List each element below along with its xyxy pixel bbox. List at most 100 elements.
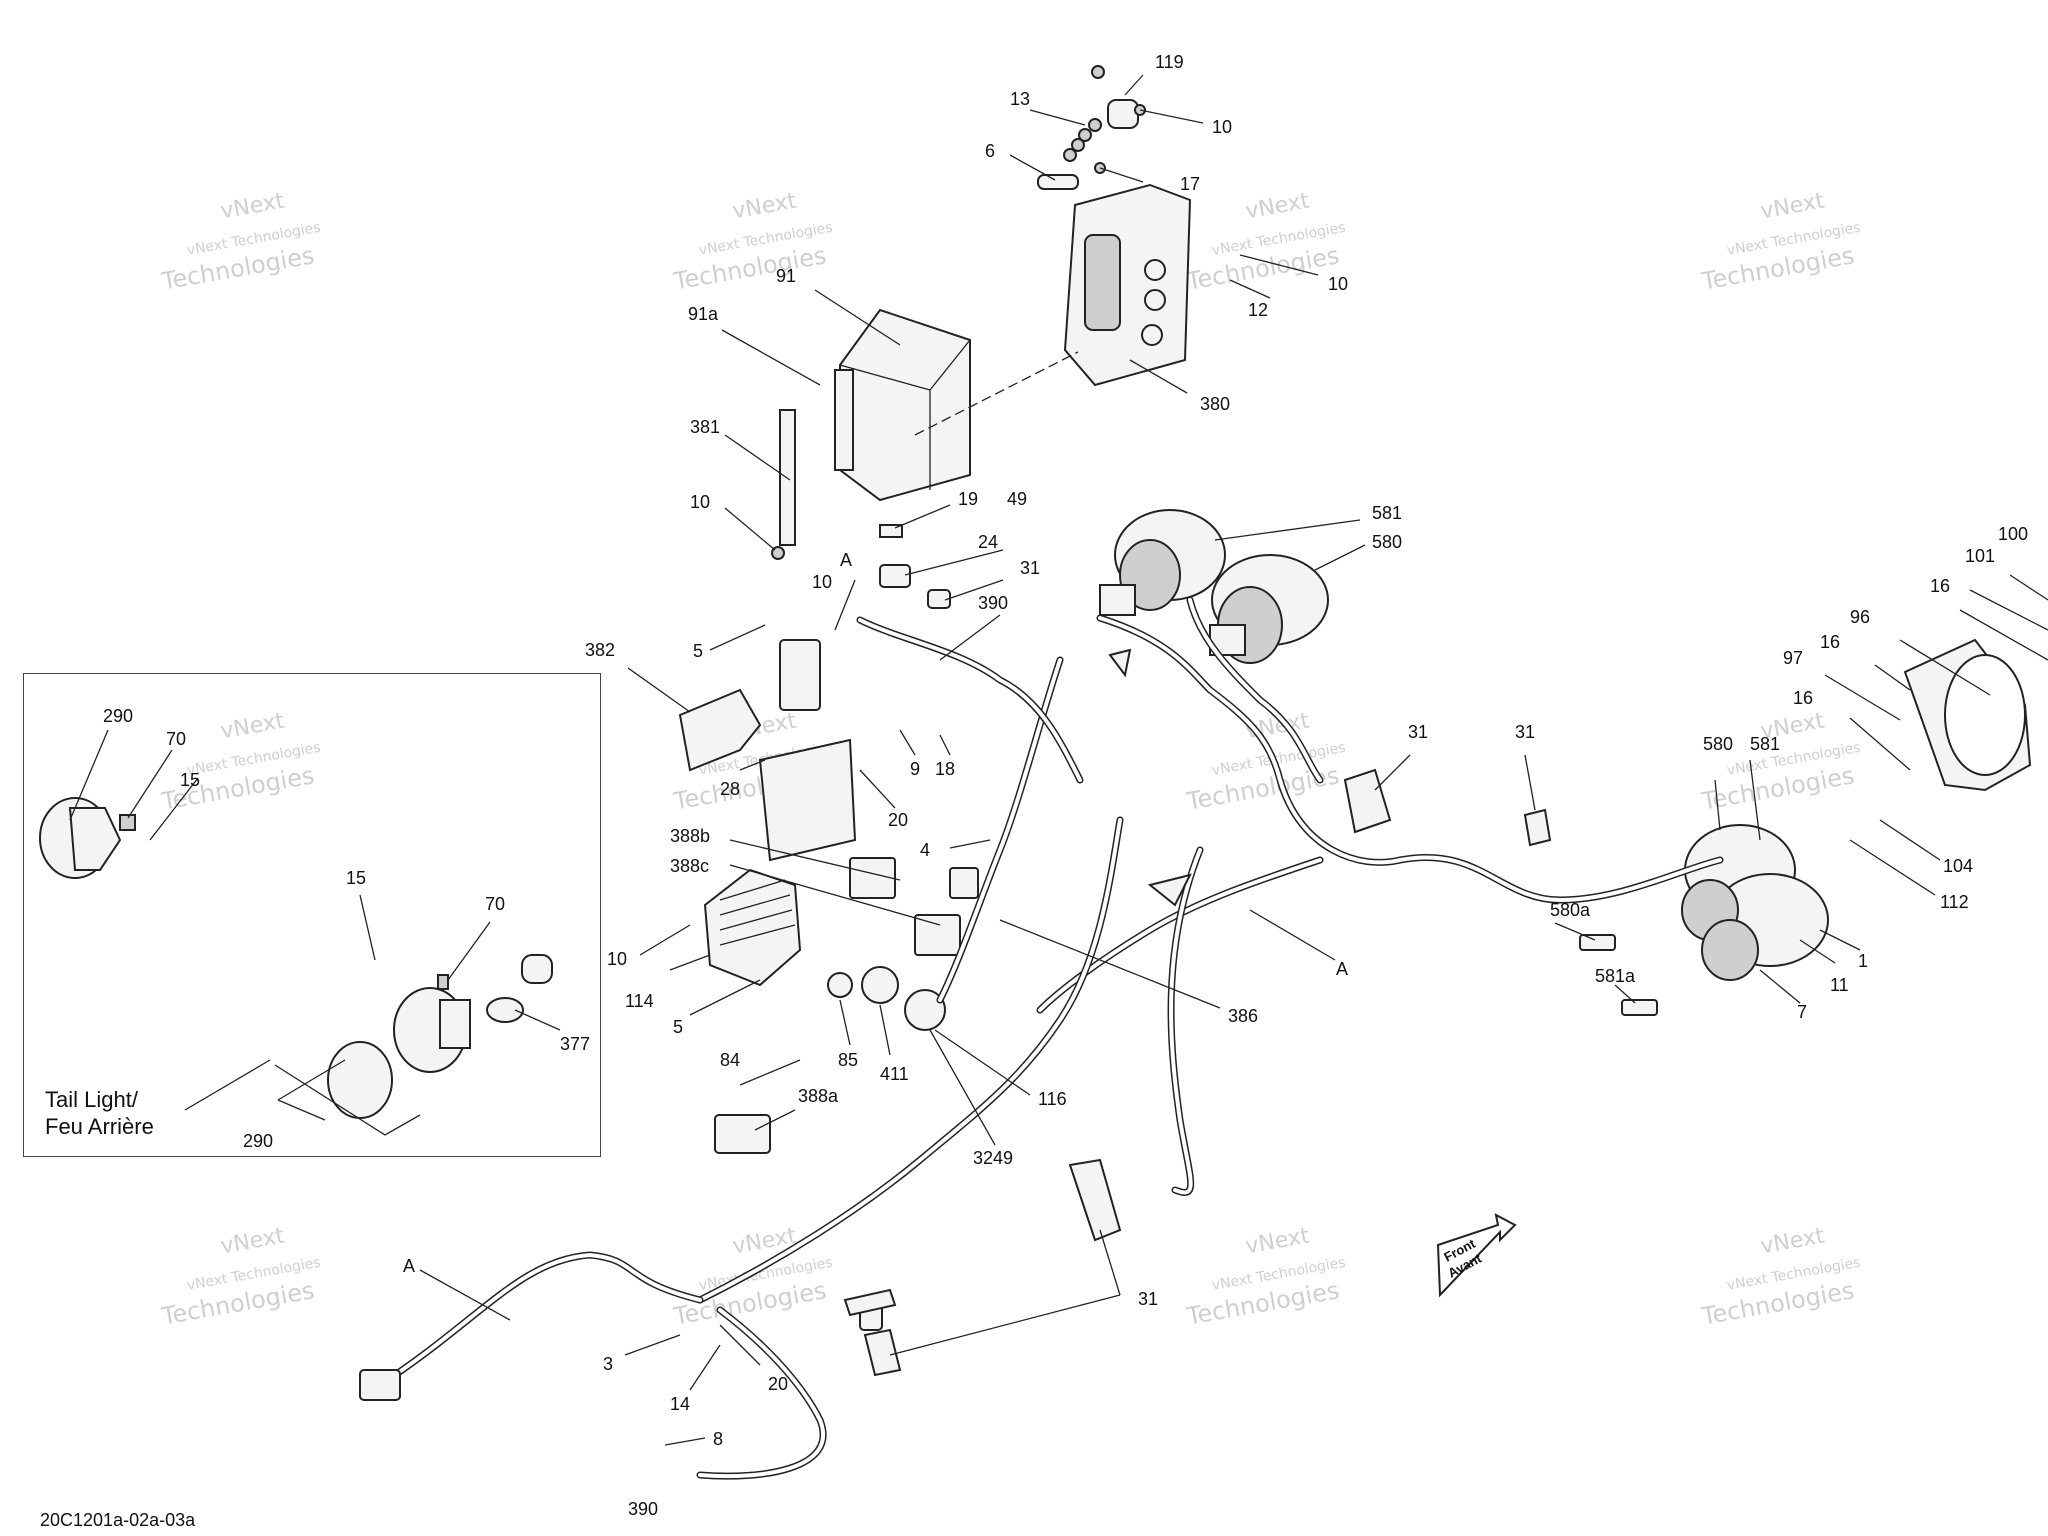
leader-lines [69, 74, 2048, 1446]
callout-290: 290 [103, 706, 133, 726]
callout-388b: 388b [670, 826, 710, 846]
svg-text:vNext: vNext [1244, 189, 1312, 225]
front-arrow [1436, 1213, 1517, 1298]
callout-A: A [403, 1256, 415, 1276]
svg-text:vNext: vNext [219, 1224, 287, 1260]
callout-20: 20 [888, 810, 908, 830]
wire-harness [359, 596, 1724, 1480]
callout-380: 380 [1200, 394, 1230, 414]
headlight-580 [1209, 554, 1329, 664]
callout-116: 116 [1038, 1089, 1067, 1109]
svg-text:vNext: vNext [1244, 1224, 1312, 1260]
watermark: vNext vNext Technologies Technologies [1699, 189, 1862, 296]
callout-10: 10 [1328, 274, 1348, 294]
callout-10: 10 [1212, 117, 1232, 137]
callout-114: 114 [625, 991, 654, 1011]
bulb-581a [1621, 999, 1658, 1016]
callout-411: 411 [880, 1064, 909, 1084]
svg-text:vNext: vNext [1759, 189, 1827, 225]
callout-28: 28 [720, 779, 740, 799]
callout-581: 581 [1750, 734, 1780, 754]
svg-text:vNext: vNext [731, 189, 799, 225]
inset-title: Tail Light/ Feu Arrière [45, 1087, 154, 1139]
callout-10: 10 [690, 492, 710, 512]
callout-10: 10 [607, 949, 627, 969]
callout-31: 31 [1515, 722, 1535, 742]
parts [39, 65, 2032, 1298]
relay-119 [1037, 65, 1146, 190]
callout-581: 581 [1372, 503, 1402, 523]
connector-24 [879, 564, 911, 588]
callout-31: 31 [1408, 722, 1428, 742]
tail-light-290 [39, 797, 136, 879]
svg-text:vNext: vNext [219, 189, 287, 225]
callout-16: 16 [1793, 688, 1813, 708]
watermark: vNext vNext Technologies Technologies [159, 189, 322, 296]
tail-light-inset-frame [23, 673, 601, 1157]
clip-31 [927, 589, 951, 609]
callout-96: 96 [1850, 607, 1870, 627]
callout-580: 580 [1703, 734, 1733, 754]
callout-100: 100 [1998, 524, 2028, 544]
callout-112: 112 [1940, 892, 1969, 912]
callout-31: 31 [1020, 558, 1040, 578]
callout-91: 91 [776, 266, 796, 286]
callout-12: 12 [1248, 300, 1268, 320]
callout-3249: 3249 [973, 1148, 1013, 1168]
relay-388c [914, 914, 961, 956]
callout-388c: 388c [670, 856, 709, 876]
callout-labels: 119 13 10 6 17 10 12 10 380 91 91a 381 1… [103, 52, 2028, 1519]
callout-16: 16 [1930, 576, 1950, 596]
callout-31: 31 [1138, 1289, 1158, 1309]
callout-3: 3 [603, 1354, 613, 1374]
callout-A: A [840, 550, 852, 570]
callout-19: 19 [958, 489, 978, 509]
callout-386: 386 [1228, 1006, 1258, 1026]
callout-388a: 388a [798, 1086, 839, 1106]
relay-388 [949, 867, 979, 899]
callout-70: 70 [166, 729, 186, 749]
callout-16: 16 [1820, 632, 1840, 652]
callout-4: 4 [920, 840, 930, 860]
tail-light-exploded [327, 954, 553, 1119]
callout-390: 390 [628, 1499, 658, 1519]
callout-8: 8 [713, 1429, 723, 1449]
callout-104: 104 [1943, 856, 1973, 876]
callout-70: 70 [485, 894, 505, 914]
fuse-box-91 [834, 308, 971, 502]
bracket-382 [678, 639, 857, 862]
callout-7: 7 [1797, 1002, 1807, 1022]
socket-411 [861, 966, 899, 1004]
connector-harness-a [359, 1369, 401, 1401]
callout-382: 382 [585, 640, 615, 660]
switch-388a [714, 1114, 771, 1154]
diagram-reference-code: 20C1201a-02a-03a [40, 1510, 196, 1530]
callout-18: 18 [935, 759, 955, 779]
callout-17: 17 [1180, 174, 1200, 194]
callout-5: 5 [693, 641, 703, 661]
callout-14: 14 [670, 1394, 690, 1414]
callout-6: 6 [985, 141, 995, 161]
mounting-bracket-380 [914, 183, 1192, 436]
callout-290: 290 [243, 1131, 273, 1151]
callout-A: A [1336, 959, 1348, 979]
watermark: vNext vNext Technologies Technologies [671, 189, 834, 296]
headlight-assembly-right [1681, 638, 2032, 981]
bulb-580a [1579, 934, 1616, 951]
voltage-regulator-114 [703, 868, 802, 987]
strap-381 [771, 409, 796, 560]
callout-49: 49 [1007, 489, 1027, 509]
callout-11: 11 [1830, 975, 1849, 995]
watermark: vNext vNext Technologies Technologies [1699, 709, 1862, 816]
callout-5: 5 [673, 1017, 683, 1037]
callout-84: 84 [720, 1050, 740, 1070]
callout-377: 377 [560, 1034, 590, 1054]
watermark: vNext vNext Technologies Technologies [1699, 1224, 1862, 1331]
callout-581a: 581a [1595, 966, 1636, 986]
callout-381: 381 [690, 417, 720, 437]
callout-119: 119 [1155, 52, 1184, 72]
callout-91a: 91a [688, 304, 719, 324]
watermark: vNext vNext Technologies Technologies [159, 1224, 322, 1331]
